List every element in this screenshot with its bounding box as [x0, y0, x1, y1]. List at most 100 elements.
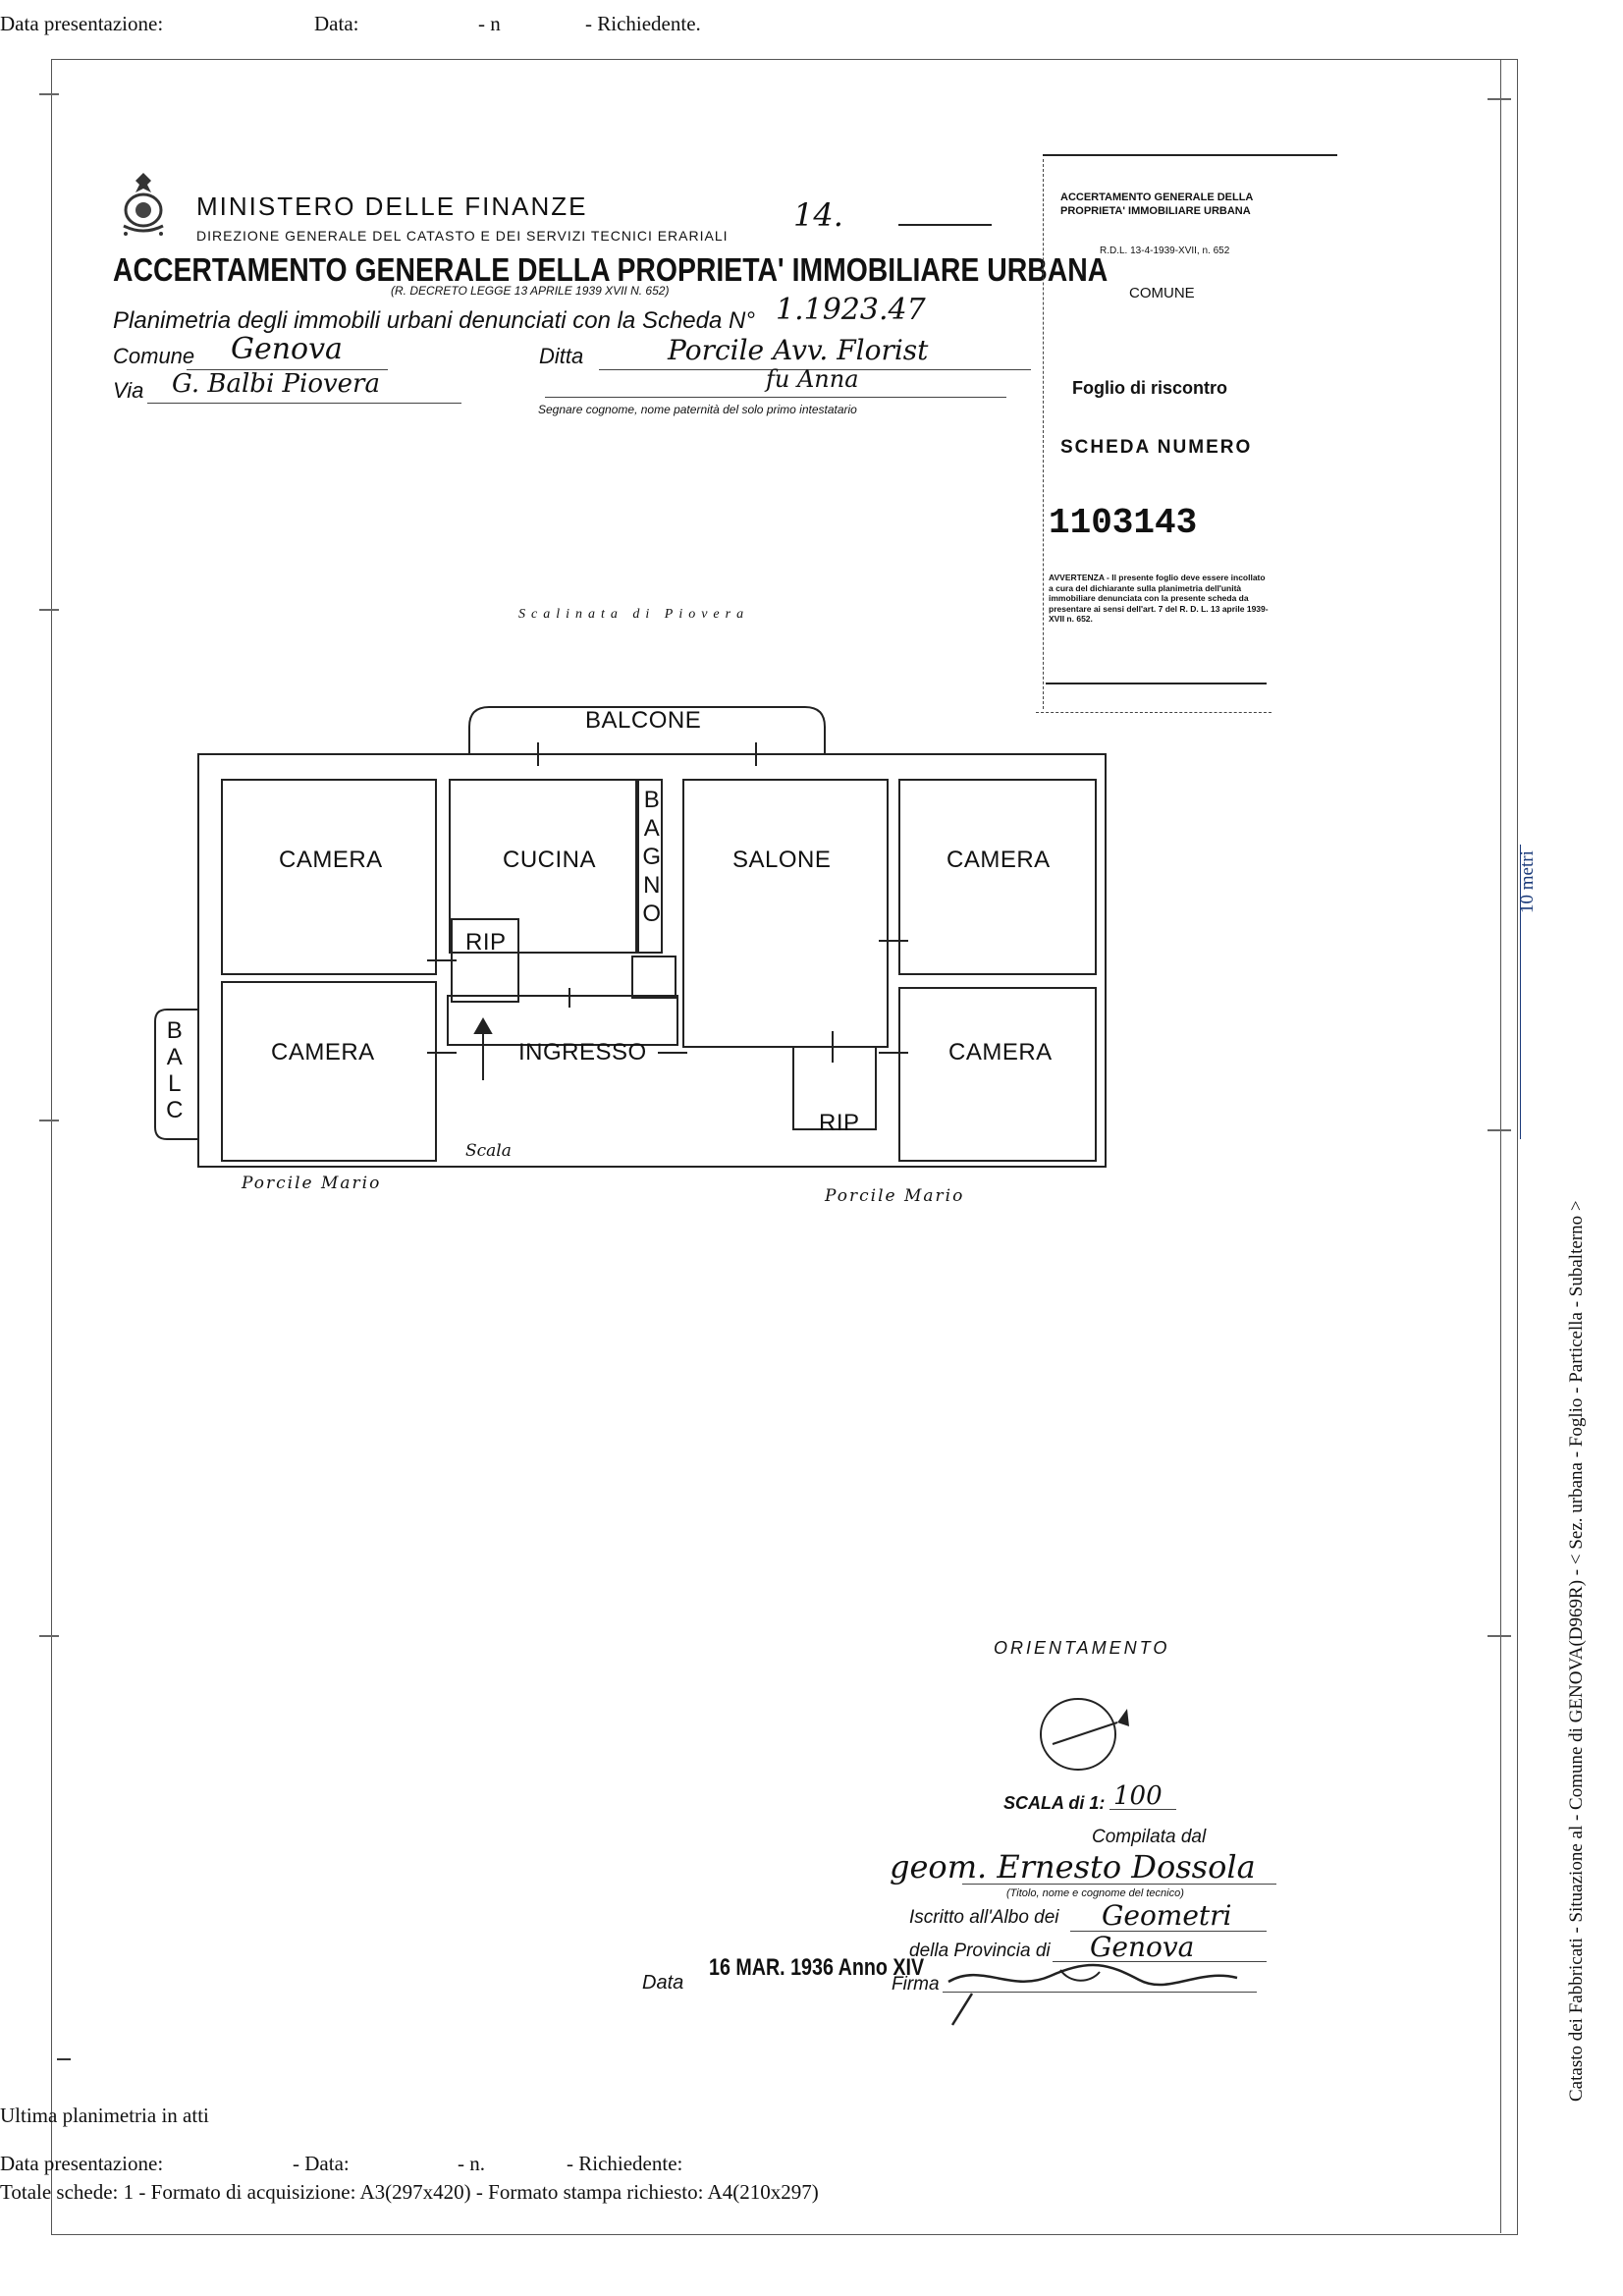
sidebox-title1: ACCERTAMENTO GENERALE DELLA [1060, 191, 1254, 203]
balc-letter: B [166, 1017, 184, 1044]
scheda-number: 1.1923.47 [776, 293, 926, 327]
albo-value: Geometri [1102, 1899, 1232, 1932]
balc-letter: L [168, 1070, 182, 1097]
iscritto-label: Iscritto all'Albo dei [909, 1907, 1059, 1928]
frame-right-rule [1500, 59, 1501, 2233]
room-camera-bottom-right: CAMERA [948, 1039, 1053, 1066]
frame-tick [1488, 1129, 1511, 1131]
ministero-title: MINISTERO DELLE FINANZE [196, 191, 588, 221]
sidebox-avvertenza-rule [1046, 683, 1267, 684]
decreto-line: (R. DECRETO LEGGE 13 APRILE 1939 XVII N.… [391, 284, 670, 298]
bagno-letter: G [642, 844, 662, 870]
bagno-letter: A [643, 815, 661, 842]
ditta-value: Porcile Avv. Florist [668, 334, 929, 366]
compilata-label: Compilata dal [1092, 1827, 1207, 1847]
sidebox-top-rule [1043, 154, 1337, 156]
frame-tick [39, 1120, 59, 1121]
vertical-catasto-text: Catasto dei Fabbricati - Situazione al -… [1566, 1200, 1587, 2102]
firma-label: Firma [892, 1974, 940, 1995]
via-label: Via [113, 378, 144, 403]
direzione-title: DIREZIONE GENERALE DEL CATASTO E DEI SER… [196, 228, 729, 244]
bottom-n: - n. [458, 2152, 485, 2175]
sidebox-avvertenza: AVVERTENZA - Il presente foglio deve ess… [1049, 573, 1269, 624]
page-frame [51, 59, 1518, 2235]
compilatore-underline [962, 1884, 1276, 1885]
header-data: Data: [314, 12, 359, 35]
bottom-data: - Data: [293, 2152, 350, 2175]
room-cucina: CUCINA [503, 847, 597, 873]
accertamento-title: ACCERTAMENTO GENERALE DELLA PROPRIETA' I… [113, 251, 1109, 288]
handwritten-number: 14. [793, 196, 843, 234]
room-camera-top-left: CAMERA [279, 847, 383, 873]
header-n: - n [478, 12, 501, 35]
ditta-underline-2 [545, 397, 1006, 398]
room-balcone: BALCONE [585, 707, 702, 734]
room-balc: B A L C [163, 1017, 187, 1123]
bottom-dash [57, 2058, 71, 2060]
floor-plan [154, 706, 1107, 1168]
sidebox-numero: SCHEDA NUMERO [1060, 437, 1253, 458]
comune-underline [187, 369, 388, 370]
scala-form-label: SCALA di 1: [1003, 1793, 1106, 1813]
sidebox-title2: PROPRIETA' IMMOBILIARE URBANA [1060, 205, 1251, 217]
via-value: G. Balbi Piovera [172, 369, 380, 399]
data-form-value: 16 MAR. 1936 Anno XIV [709, 1954, 925, 1981]
scale-bar [1520, 845, 1521, 1139]
via-underline [147, 403, 461, 404]
ditta-value-2: fu Anna [766, 365, 859, 393]
provincia-value: Genova [1090, 1931, 1195, 1963]
bottom-data-presentazione: Data presentazione: [0, 2152, 164, 2175]
scala-label: Scala [465, 1141, 512, 1161]
orientamento-label: ORIENTAMENTO [994, 1638, 1170, 1658]
emblem-icon [123, 173, 164, 236]
sidebox-bottom-rule [1036, 712, 1271, 713]
confine-left: Porcile Mario [242, 1174, 382, 1193]
sidebox-comune: COMUNE [1129, 285, 1195, 301]
room-camera-bottom-left: CAMERA [271, 1039, 375, 1066]
planimetria-label: Planimetria degli immobili urbani denunc… [113, 307, 755, 334]
firma-underline [943, 1992, 1257, 1993]
balc-letter: A [166, 1044, 184, 1070]
room-bagno: B A G N O [640, 786, 664, 928]
provincia-label: della Provincia di [909, 1941, 1051, 1961]
confine-right: Porcile Mario [825, 1186, 965, 1206]
header-data-presentazione: Data presentazione: [0, 12, 164, 35]
comune-label: Comune [113, 344, 195, 368]
bagno-letter: B [643, 787, 661, 813]
albo-underline [1070, 1931, 1267, 1932]
frame-tick [39, 93, 59, 95]
bagno-letter: N [643, 872, 661, 899]
compilatore-value: geom. Ernesto Dossola [890, 1848, 1256, 1886]
header-richiedente: - Richiedente. [585, 12, 701, 35]
room-ingresso: INGRESSO [518, 1039, 647, 1066]
titolo-note: (Titolo, nome e cognome del tecnico) [1006, 1887, 1184, 1899]
data-form-label: Data [642, 1972, 684, 1994]
header-rule [898, 224, 992, 226]
bagno-letter: O [642, 901, 662, 927]
totale-schede: Totale schede: 1 - Formato di acquisizio… [0, 2180, 819, 2204]
bottom-richiedente: - Richiedente: [567, 2152, 683, 2175]
sidebox-big-number: 1103143 [1049, 503, 1198, 543]
room-salone: SALONE [732, 847, 832, 873]
signature-icon [947, 1963, 1238, 2026]
scala-form-value: 100 [1113, 1781, 1163, 1811]
room-camera-top-right: CAMERA [947, 847, 1051, 873]
strada-label: Scalinata di Piovera [518, 607, 750, 622]
provincia-underline [1053, 1961, 1267, 1962]
compass-icon [1040, 1698, 1129, 1771]
ultima-planimetria: Ultima planimetria in atti [0, 2104, 209, 2127]
balc-letter: C [166, 1097, 184, 1123]
ditta-underline [599, 369, 1031, 370]
form-note: Segnare cognome, nome paternità del solo… [538, 403, 857, 416]
frame-tick [1488, 1635, 1511, 1637]
frame-tick [39, 1635, 59, 1637]
sidebox-foglio: Foglio di riscontro [1072, 378, 1227, 398]
room-rip-left: RIP [465, 929, 507, 956]
ditta-label: Ditta [539, 344, 584, 368]
frame-tick [39, 609, 59, 611]
frame-tick [1488, 98, 1511, 100]
scala-underline [1109, 1809, 1176, 1810]
sidebox-line3: R.D.L. 13-4-1939-XVII, n. 652 [1100, 246, 1230, 256]
comune-value: Genova [231, 332, 343, 366]
room-rip-right: RIP [819, 1110, 860, 1136]
